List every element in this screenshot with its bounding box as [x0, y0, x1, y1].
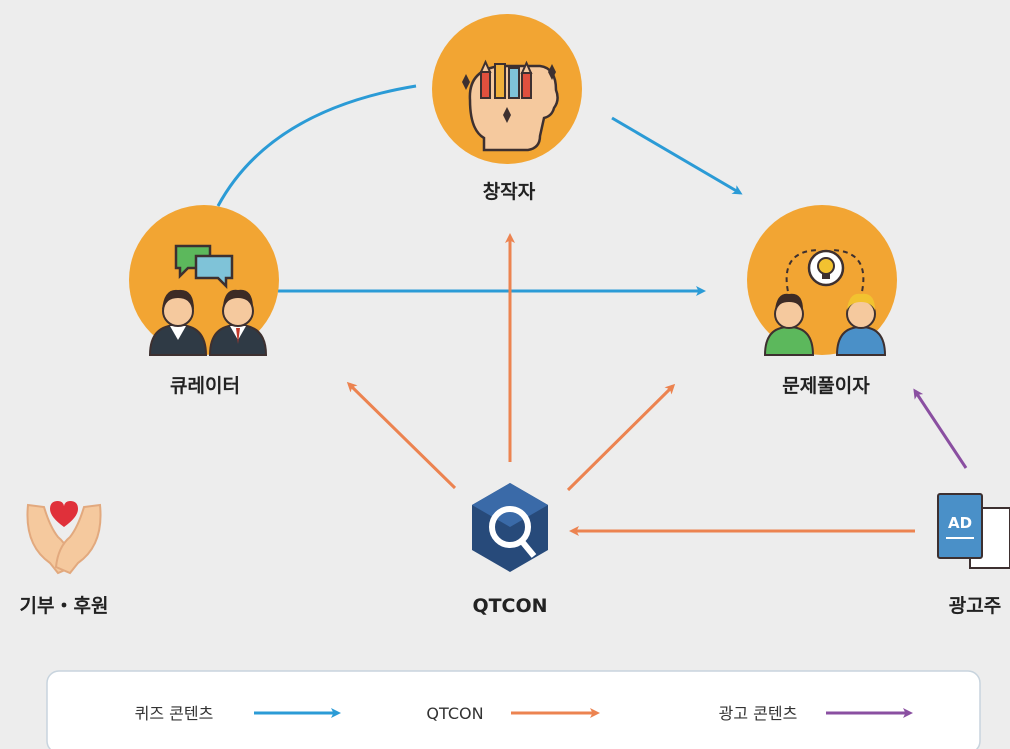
curator-node: 큐레이터: [129, 205, 279, 397]
man-avatar-icon: [208, 289, 268, 356]
ad-icon-text: AD: [948, 514, 972, 532]
legend: 퀴즈 콘텐츠 QTCON 광고 콘텐츠: [46, 670, 981, 749]
advertiser-node: AD 광고주: [937, 493, 1010, 617]
arrow-qtcon-to-curator: [346, 381, 457, 490]
ad-document-icon: AD: [937, 493, 1010, 569]
qtcon-label: QTCON: [472, 595, 547, 617]
qtcon-node: QTCON: [472, 483, 548, 617]
legend-label-ad: 광고 콘텐츠: [719, 704, 798, 723]
donation-label: 기부・후원: [20, 595, 109, 617]
hands-heart-icon: [26, 501, 102, 575]
solver-label: 문제풀이자: [782, 375, 870, 397]
legend-item-quiz: 퀴즈 콘텐츠: [135, 704, 341, 723]
arrow-advertiser-to-solver: [913, 388, 968, 469]
solver-node: 문제풀이자: [747, 205, 897, 397]
legend-item-qtcon: QTCON: [426, 704, 600, 723]
legend-label-qtcon: QTCON: [426, 704, 483, 723]
donation-node: 기부・후원: [20, 501, 109, 617]
arrow-creator-to-solver: [611, 116, 743, 195]
boy-avatar-left-icon: [763, 293, 815, 356]
legend-item-ad: 광고 콘텐츠: [719, 704, 913, 723]
arrow-qtcon-to-solver: [566, 383, 676, 492]
creator-label: 창작자: [483, 181, 536, 203]
boy-avatar-right-icon: [835, 293, 887, 356]
qtcon-arrows: [346, 233, 915, 536]
chat-bubbles-icon: [174, 244, 234, 290]
legend-label-quiz: 퀴즈 콘텐츠: [135, 704, 214, 723]
creator-head-icon: [462, 59, 559, 152]
advertiser-label: 광고주: [949, 595, 1001, 617]
creator-node: 창작자: [432, 14, 582, 203]
woman-avatar-icon: [148, 289, 208, 356]
ad-arrows: [913, 388, 968, 469]
curator-label: 큐레이터: [170, 375, 240, 397]
legend-box: [46, 670, 981, 749]
qtcon-logo-icon: [472, 483, 548, 572]
lightbulb-icon: [785, 249, 865, 301]
quiz-arrows: [216, 84, 743, 296]
arrow-curator-to-creator: [216, 84, 417, 207]
